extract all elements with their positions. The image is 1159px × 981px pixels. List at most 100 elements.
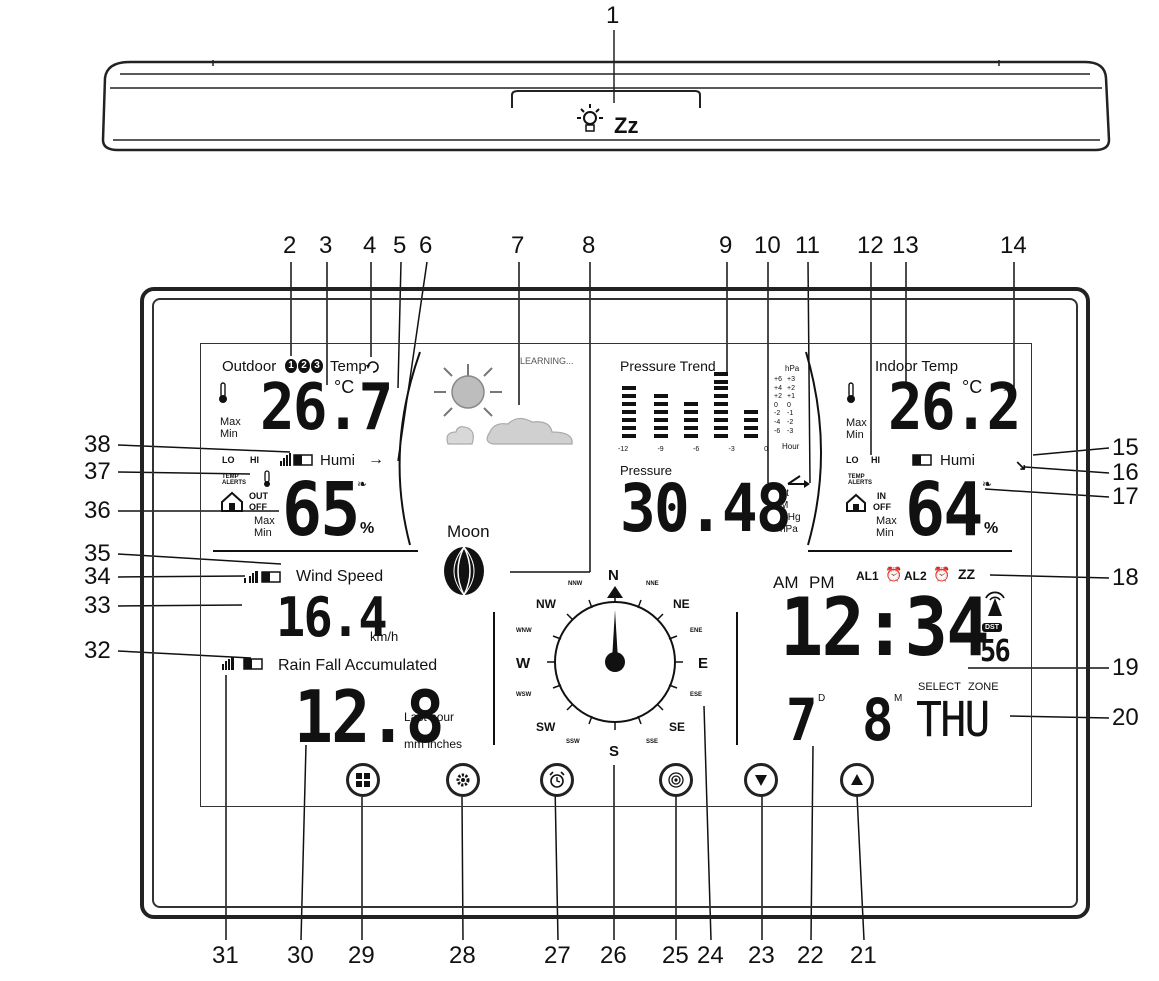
callout-36: 36 (84, 497, 111, 524)
channel-2: 2 (298, 359, 310, 373)
indoor-lo-alert: LO (846, 455, 859, 465)
wind-speed-label: Wind Speed (296, 568, 384, 585)
callout-11: 11 (795, 232, 820, 259)
callout-10: 10 (754, 232, 781, 259)
outdoor-humi-min-label: Min (254, 527, 272, 539)
outdoor-comfort-icon: ❧ (357, 477, 368, 491)
hpa-tick: +6 (774, 376, 782, 383)
callout-20: 20 (1112, 704, 1139, 731)
alarm-1-clock-icon: ⏰ (885, 566, 903, 582)
callout-23: 23 (748, 942, 775, 969)
weekday-value: THU (916, 692, 990, 748)
alarm-2-clock-icon: ⏰ (933, 566, 951, 582)
compass-ene: ENE (690, 628, 703, 634)
compass-ne: NE (673, 597, 690, 611)
down-button[interactable] (744, 763, 778, 797)
hour-tick: -6 (692, 446, 700, 453)
unit-inhg: inHg (780, 512, 801, 523)
callout-32: 32 (84, 637, 111, 664)
hpa-tick: -2 (774, 410, 781, 418)
pressure-units: Ft M inHg hPa (780, 488, 801, 536)
hour-tick: -12 (618, 446, 629, 453)
compass-nne: NNE (646, 581, 659, 587)
date-month-value: 8 (862, 686, 893, 754)
callout-13: 13 (892, 232, 919, 259)
clock-pm-label: PM (809, 573, 835, 592)
indoor-humi-max-label: Max (876, 515, 897, 527)
pressure-trend-label: Pressure Trend (620, 358, 716, 374)
hpa-tick: -3 (786, 427, 794, 435)
snooze-label: Zz (614, 113, 639, 138)
indoor-humi-min-label: Min (876, 527, 894, 539)
callout-6: 6 (419, 232, 433, 259)
callout-16: 16 (1112, 459, 1139, 486)
compass-w: W (516, 655, 531, 672)
callout-19: 19 (1112, 654, 1139, 681)
indoor-temp-trend-arrow-icon: → (1000, 377, 1018, 397)
indoor-humi-trend-arrow-icon: ↘ (1015, 457, 1027, 473)
callout-38: 38 (84, 431, 111, 458)
indoor-temp-value: 26.2 (888, 371, 1021, 445)
callout-27: 27 (544, 942, 571, 969)
hpa-tick: 0 (786, 401, 791, 409)
pressure-hour-ticks: -12 -9 -6 -3 0 (618, 446, 768, 453)
wind-signal-battery-icon (244, 571, 281, 583)
indoor-off-label: OFF (873, 502, 891, 512)
channel-cycle-icon (366, 361, 379, 373)
outdoor-humidity-value: 65 (282, 467, 360, 553)
rain-last-hour-label: Last hour (404, 710, 455, 724)
clock-seconds-value: 56 (980, 634, 1011, 669)
callout-1: 1 (606, 2, 620, 29)
callout-9: 9 (719, 232, 733, 259)
indoor-temp-label: Indoor Temp (875, 358, 959, 375)
hpa-tick: +3 (786, 376, 795, 383)
hpa-tick: +2 (774, 393, 782, 401)
hpa-tick: -4 (774, 418, 781, 426)
indoor-temp-alerts-label: TEMP ALERTS (848, 474, 872, 486)
rain-fall-value: 12.8 (294, 675, 445, 759)
sensor-signal-icon (668, 772, 684, 788)
settings-gear-icon (456, 773, 470, 787)
channel-indicators: 1 2 3 (285, 359, 323, 373)
callout-5: 5 (393, 232, 407, 259)
up-button[interactable] (840, 763, 874, 797)
pressure-label: Pressure (620, 463, 673, 478)
callout-33: 33 (84, 592, 111, 619)
callout-25: 25 (662, 942, 689, 969)
callout-14: 14 (1000, 232, 1027, 259)
indoor-humidity-value: 64 (905, 467, 983, 553)
outdoor-hi-alert: HI (250, 455, 259, 465)
menu-button[interactable] (346, 763, 380, 797)
hpa-tick: 0 (774, 401, 778, 409)
clock-am-label: AM (773, 573, 799, 592)
outdoor-max-label: Max (220, 416, 241, 428)
date-day-value: 7 (786, 686, 817, 754)
date-day-suffix: D (818, 693, 826, 704)
wind-direction-compass (547, 586, 683, 730)
backlight-snooze-icon (577, 104, 603, 132)
callout-26: 26 (600, 942, 627, 969)
hour-tick: 0 (764, 446, 768, 453)
callout-34: 34 (84, 563, 111, 590)
sensor-search-button[interactable] (659, 763, 693, 797)
settings-button[interactable] (446, 763, 480, 797)
pressure-trend-arrow-icon (787, 475, 810, 488)
outdoor-min-label: Min (220, 428, 238, 440)
outdoor-out-label: OUT (249, 491, 268, 501)
alarm-button[interactable] (540, 763, 574, 797)
select-label: SELECT (918, 681, 961, 693)
compass-nnw: NNW (568, 581, 583, 587)
clock-time-value: 12:34 (780, 581, 990, 674)
up-arrow-icon (851, 774, 863, 785)
callout-17: 17 (1112, 483, 1139, 510)
indoor-house-icon (846, 493, 866, 512)
weather-forecast-icon (434, 364, 573, 445)
snooze-zz-label: ZZ (958, 566, 976, 582)
moon-label: Moon (447, 522, 490, 541)
compass-ssw: SSW (566, 739, 580, 745)
moon-phase-icon (444, 546, 484, 596)
channel-1: 1 (285, 359, 297, 373)
indoor-hi-alert: HI (871, 455, 880, 465)
indoor-min-label: Min (846, 429, 864, 441)
